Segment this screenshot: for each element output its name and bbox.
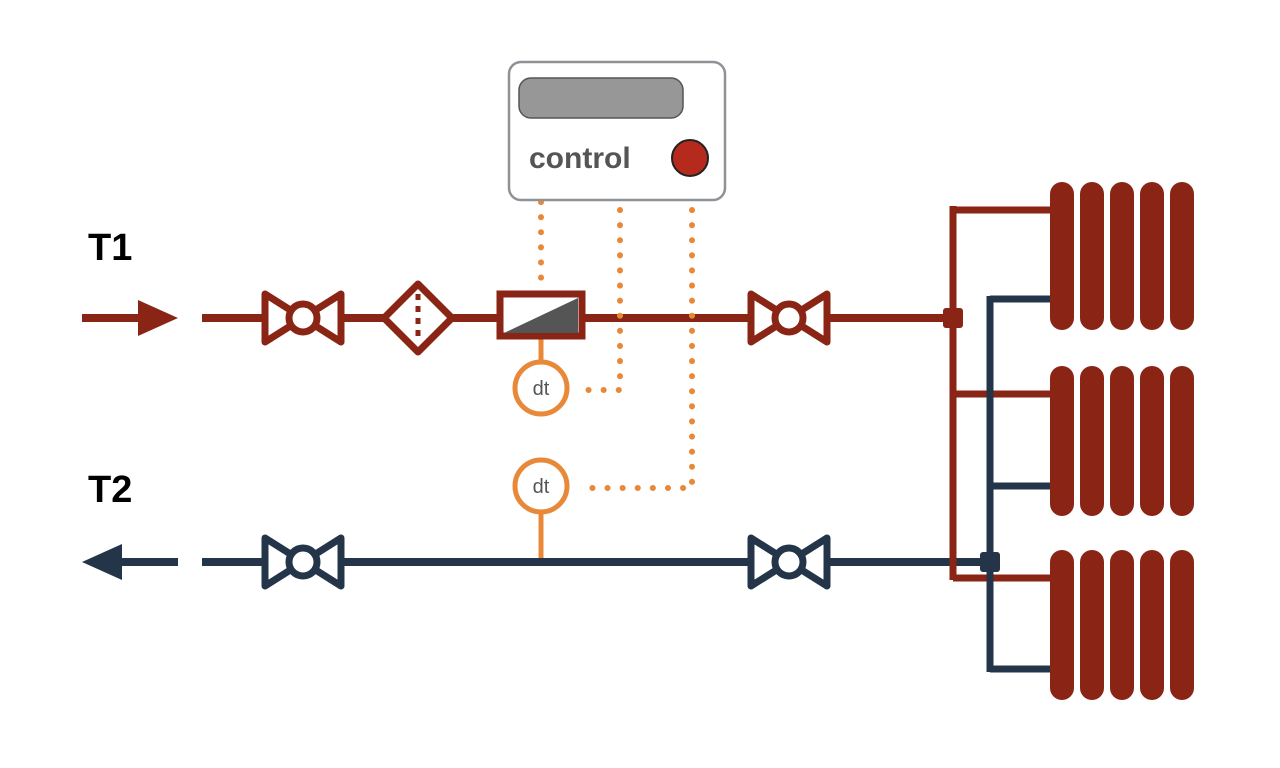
radiator-3-icon xyxy=(1050,550,1194,700)
supply-riser xyxy=(949,206,1056,582)
radiator-1-icon xyxy=(1050,182,1194,330)
return-label: T2 xyxy=(88,469,132,511)
controller-label: control xyxy=(529,142,631,175)
return-sensor-label: dt xyxy=(533,476,550,498)
supply-temperature-sensor-icon: dt xyxy=(512,359,570,417)
return-shutoff-valve-2-icon xyxy=(747,534,831,590)
return-temperature-sensor-icon: dt xyxy=(512,457,570,558)
supply-shutoff-valve-1-icon xyxy=(261,290,345,346)
supply-label: T1 xyxy=(88,227,132,269)
strainer-icon xyxy=(380,280,456,356)
supply-inlet-arrow-icon xyxy=(82,300,178,336)
supply-sensor-label: dt xyxy=(533,378,550,400)
return-shutoff-valve-1-icon xyxy=(261,534,345,590)
controller-display xyxy=(518,77,684,119)
controller-panel: control xyxy=(507,60,727,202)
return-riser xyxy=(986,295,1056,673)
radiator-2-icon xyxy=(1050,366,1194,516)
controller-indicator-icon xyxy=(671,139,709,177)
return-junction xyxy=(980,552,1000,572)
signal-lines xyxy=(538,199,695,491)
supply-junction xyxy=(943,308,963,328)
return-outlet-arrow-icon xyxy=(82,544,178,580)
control-valve-icon xyxy=(496,290,586,362)
supply-shutoff-valve-2-icon xyxy=(747,290,831,346)
